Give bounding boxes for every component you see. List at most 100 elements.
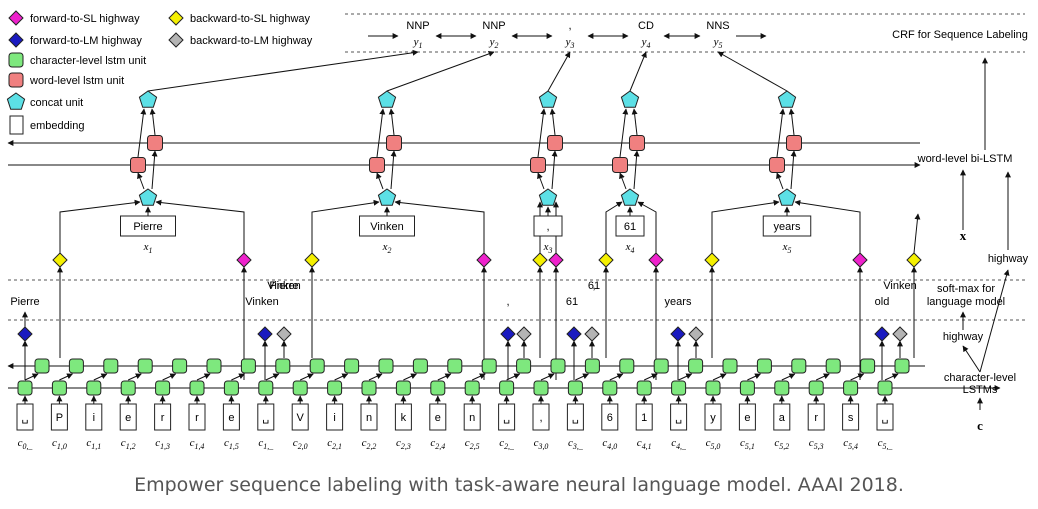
char-embedding-box [876,403,894,431]
lm-prediction-label: 61 [588,280,600,292]
char-index-label-var: c [499,437,504,449]
word-token: years [774,221,801,233]
word-backward-lstm-unit [547,135,563,151]
word-forward-lstm-unit [530,157,546,173]
char-embedding-box [222,403,240,431]
char-index-label: c1,5 [224,437,239,451]
legend-forward-to-lm-highway-icon [8,32,24,48]
char-token: r [161,412,165,424]
x-vector-label: x [960,228,967,243]
forward-to-sl-highway-diamond [852,252,868,268]
legend-word-level-lstm-unit-icon [8,72,24,88]
char-index-label-sub: 2,3 [401,442,411,451]
legend-backward-to-lm-highway-text: backward-to-LM highway [190,35,313,47]
connector [629,51,647,92]
char-forward-lstm-unit [51,380,67,396]
char-embedding-box [773,403,791,431]
connector [265,373,280,381]
char-backward-lstm-unit [653,358,669,374]
word-index-label: x4 [625,241,635,255]
crf-output-label-sub: 2 [494,41,498,50]
backward-to-sl-highway-diamond [52,252,68,268]
char-index-label: c5,4 [843,437,858,451]
word-backward-lstm-unit [629,135,645,151]
char-index-label-var: c [327,437,332,449]
char-lstm-label-line2: LSTMs [963,384,998,396]
word-backward-lstm-unit [786,135,802,151]
legend-embedding-icon [9,115,24,135]
word-index-label-var: x [382,241,388,253]
char-embedding-box [257,403,275,431]
char-backward-lstm-unit [344,358,360,374]
char-index-label: c2,4 [430,437,445,451]
connector [551,150,558,190]
char-forward-lstm-unit [533,380,549,396]
connector [155,199,245,253]
connector [711,199,780,253]
connector [149,108,156,136]
char-index-label: c3,0 [534,437,549,451]
crf-output-label-var: y [489,36,495,48]
char-backward-lstm-unit [688,358,704,374]
word-embedding-box [533,215,563,237]
word-embedding-box [359,215,415,237]
char-forward-lstm-unit [430,380,446,396]
char-backward-lstm-unit [34,358,50,374]
char-embedding-box [188,403,206,431]
connector [537,172,545,190]
char-backward-lstm-unit [412,358,428,374]
connector [781,373,796,381]
word-index-label-sub: 2 [387,246,391,255]
char-index-label: c2,_ [499,437,515,451]
word-index-label-var: x [143,241,149,253]
char-index-label-sub: 1,5 [229,442,239,451]
backward-to-lm-highway-diamond [688,326,704,342]
char-embedding-box [635,403,653,431]
connector [605,201,623,253]
connector [776,108,786,158]
char-backward-lstm-unit [68,358,84,374]
char-backward-lstm-unit [825,358,841,374]
char-index-label-sub: 1,0 [57,442,67,451]
upper-concat-unit [377,90,397,108]
connector [631,108,638,136]
char-index-label-var: c [52,437,57,449]
char-index-label-sub: 1,4 [195,442,205,451]
figure-caption: Empower sequence labeling with task-awar… [134,474,904,496]
char-forward-lstm-unit [464,380,480,396]
char-index-label: c5,0 [706,437,721,451]
char-index-label: c5,_ [878,437,894,451]
connector [437,373,452,381]
char-index-label-sub: 2,4 [435,442,445,451]
char-backward-lstm-unit [275,358,291,374]
lm-prediction-label: , [592,280,595,292]
connector [24,373,39,381]
connector [196,373,211,381]
char-backward-lstm-unit [309,358,325,374]
char-embedding-box [360,403,378,431]
char-token: e [228,412,234,424]
crf-tag-label: CD [638,20,654,32]
char-backward-lstm-unit [860,358,876,374]
char-backward-lstm-unit [756,358,772,374]
connector [386,51,495,92]
legend-backward-to-lm-highway-icon [168,32,184,48]
char-embedding-box [394,403,412,431]
word-token: , [546,221,549,233]
char-embedding-box [154,403,172,431]
softmax-label-line1: soft-max for [937,283,995,295]
lower-concat-unit [538,188,558,206]
crf-output-label: y4 [641,36,651,50]
char-index-label-var: c [224,437,229,449]
char-forward-lstm-unit [327,380,343,396]
backward-to-lm-highway-diamond [584,326,600,342]
char-token: V [297,412,305,424]
char-index-label: c2,0 [293,437,308,451]
connector [540,373,555,381]
char-token: y [710,412,716,424]
char-index-label: c0,_ [18,437,34,451]
char-embedding-box [532,403,550,431]
word-backward-lstm-unit [147,135,163,151]
connector [59,373,73,381]
